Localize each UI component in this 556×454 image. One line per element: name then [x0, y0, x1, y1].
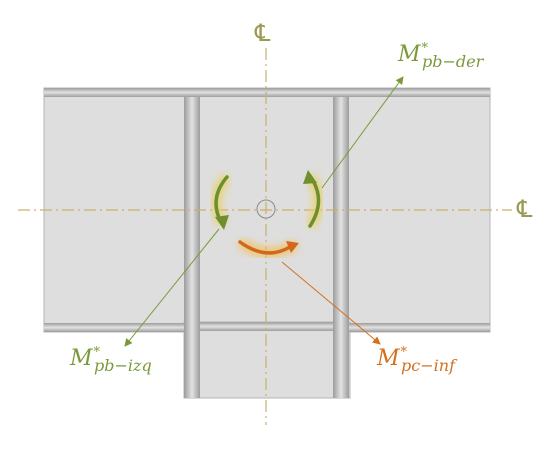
beam-top-flange-left	[44, 88, 185, 97]
label-pb-izq-sup: *	[93, 345, 101, 360]
label-pc-inf-main: M	[377, 346, 400, 371]
centerline-symbol-horizontal: ℄	[517, 195, 533, 223]
label-pb-izq-sub: pb−izq	[94, 356, 152, 375]
label-pc-inf-sub: pc−inf	[401, 356, 455, 375]
label-pb-izq: M*pb−izq	[70, 345, 152, 374]
moment-arrowhead-pb-der	[303, 170, 317, 184]
leader-pb-der	[321, 76, 404, 189]
beam-bottom-flange-left	[44, 323, 185, 332]
beam-top-flange-center	[185, 88, 349, 97]
leader-pc-inf	[281, 261, 381, 345]
moment-arrowhead-pb-izq	[215, 215, 229, 230]
column-flange-right	[333, 97, 349, 398]
leader-pb-izq	[124, 228, 220, 347]
moment-arc-pc-inf	[238, 240, 292, 255]
label-pc-inf: M*pc−inf	[377, 345, 455, 374]
beam-bottom-flange-right	[349, 323, 490, 332]
joint-center-marker	[256, 199, 276, 219]
beam-top-flange-right	[349, 88, 490, 97]
label-pc-inf-sup: *	[400, 345, 408, 360]
label-pb-der-sup: *	[421, 41, 429, 56]
panel-bottom-plate	[199, 322, 334, 331]
lower-column	[183, 321, 351, 399]
label-pb-izq-main: M	[70, 346, 93, 371]
moment-arrowhead-pc-inf	[286, 241, 299, 253]
label-pb-der-sub: pb−der	[422, 52, 484, 71]
label-pb-der-main: M	[398, 42, 421, 67]
centerline-symbol-vertical: ℄	[255, 19, 271, 47]
label-pb-der: M*pb−der	[398, 41, 483, 70]
column-flange-left	[184, 97, 200, 398]
